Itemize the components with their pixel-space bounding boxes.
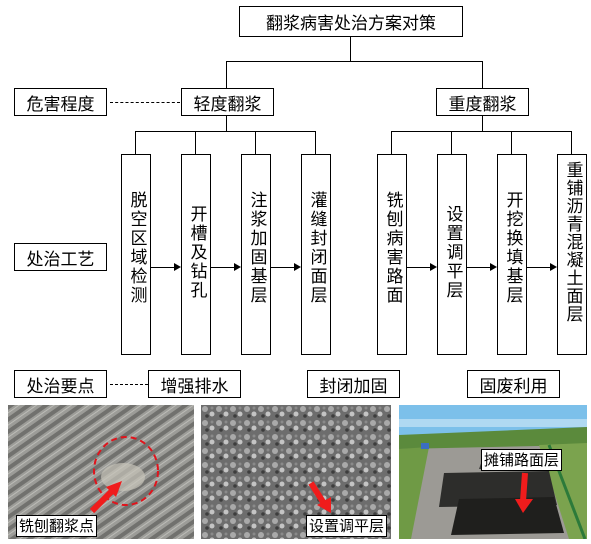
arrow-shaft <box>211 267 234 268</box>
arrow-shaft <box>271 267 294 268</box>
arrow-shaft <box>527 267 550 268</box>
connector <box>226 61 227 88</box>
connector <box>315 131 316 154</box>
step-label: 铣刨病害路面 <box>382 191 403 305</box>
connector <box>391 131 392 154</box>
photo-road-paving: 摊铺路面层 <box>399 405 587 539</box>
step-label: 重铺沥青混凝土面层 <box>562 161 583 323</box>
connector <box>195 131 196 154</box>
step-label: 脱空区域检测 <box>126 191 147 305</box>
step-box: 重铺沥青混凝土面层 <box>557 154 587 355</box>
photo-caption: 设置调平层 <box>305 515 387 537</box>
step-box: 设置调平层 <box>437 154 467 355</box>
step-label: 灌缝封闭面层 <box>306 191 327 305</box>
arrow-shaft <box>467 267 490 268</box>
step-box: 脱空区域检测 <box>121 154 151 355</box>
step-label: 开槽及钻孔 <box>186 205 207 300</box>
connector <box>255 131 256 154</box>
label-hazard-degree: 危害程度 <box>14 88 107 116</box>
keypoint: 增强排水 <box>148 370 241 398</box>
red-arrow-icon <box>89 481 122 514</box>
keypoint: 封闭加固 <box>307 370 400 398</box>
arrow-shaft <box>407 267 430 268</box>
step-box: 开挖换填基层 <box>497 154 527 355</box>
step-label: 注浆加固基层 <box>246 191 267 305</box>
step-box: 灌缝封闭面层 <box>301 154 331 355</box>
arrow-head <box>550 263 557 271</box>
label-keypoints: 处治要点 <box>14 370 107 398</box>
connector <box>391 131 572 132</box>
label-process: 处治工艺 <box>14 243 107 271</box>
photo-milled-pavement: 铣刨翻浆点 <box>8 405 194 539</box>
photo-caption: 铣刨翻浆点 <box>16 515 98 537</box>
step-label: 设置调平层 <box>442 205 463 300</box>
connector <box>571 131 572 154</box>
connector <box>226 116 227 131</box>
arrow-head <box>430 263 437 271</box>
arrow-head <box>490 263 497 271</box>
connector <box>511 131 512 154</box>
dashed-connector <box>110 384 148 385</box>
step-label: 开挖换填基层 <box>502 191 523 305</box>
dashed-connector <box>110 102 180 103</box>
arrow-head <box>234 263 241 271</box>
red-arrow-icon <box>515 472 533 513</box>
photo-leveling-layer: 设置调平层 <box>201 405 391 539</box>
connector <box>226 61 483 62</box>
step-box: 开槽及钻孔 <box>181 154 211 355</box>
level-light: 轻度翻浆 <box>181 88 274 116</box>
step-box: 铣刨病害路面 <box>377 154 407 355</box>
level-heavy: 重度翻浆 <box>436 88 529 116</box>
diagram-title: 翻浆病害处治方案对策 <box>239 6 463 37</box>
keypoint: 固废利用 <box>467 370 560 398</box>
connector <box>451 131 452 154</box>
connector <box>482 61 483 88</box>
connector <box>135 131 136 154</box>
photo-caption: 摊铺路面层 <box>481 449 563 471</box>
red-arrow-icon <box>308 481 331 513</box>
connector <box>482 116 483 131</box>
arrow-head <box>294 263 301 271</box>
arrow-shaft <box>151 267 174 268</box>
step-box: 注浆加固基层 <box>241 154 271 355</box>
connector <box>350 37 351 61</box>
arrow-head <box>174 263 181 271</box>
connector <box>135 131 316 132</box>
